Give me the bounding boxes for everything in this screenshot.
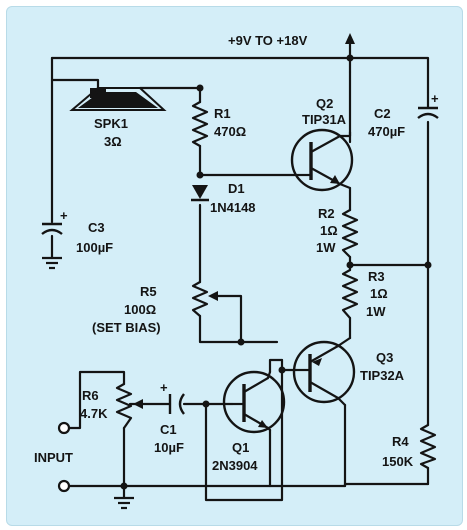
- input-wire: [68, 370, 126, 488]
- junctions: [120, 54, 432, 490]
- svg-text:+: +: [431, 91, 439, 106]
- d1-diode-icon: [191, 185, 209, 202]
- r5-wiper-wire: [214, 294, 243, 344]
- r1-value: 470Ω: [214, 124, 246, 139]
- r5-potentiometer-icon: [191, 280, 218, 318]
- junction-dot: [278, 366, 286, 374]
- supply-label: +9V TO +18V: [228, 33, 308, 48]
- junction-dot: [196, 84, 204, 92]
- junction-dot: [196, 171, 204, 179]
- junction-dot: [237, 338, 245, 346]
- ground-wire: [68, 482, 430, 488]
- junction-dot: [346, 261, 354, 269]
- junction-dot: [346, 54, 354, 62]
- q2-name: Q2: [316, 96, 333, 111]
- r4-resistor-icon: [419, 423, 437, 470]
- c1-name: C1: [160, 422, 177, 437]
- d1-value: 1N4148: [210, 200, 256, 215]
- c3-name: C3: [88, 220, 105, 235]
- spk1-name: SPK1: [94, 116, 128, 131]
- r5-name: R5: [140, 284, 157, 299]
- q1-collector-wire: [268, 358, 284, 374]
- q3-value: TIP32A: [360, 368, 405, 383]
- q3-name: Q3: [376, 350, 393, 365]
- junction-dot: [202, 400, 210, 408]
- labels: +9V TO +18V SPK1 3Ω R1 470Ω Q2 TIP31A C2…: [34, 33, 414, 473]
- r4-value: 150K: [382, 454, 414, 469]
- speaker-icon: [69, 87, 167, 111]
- q2-transistor-icon: [290, 128, 354, 192]
- r5-column-wire: [198, 314, 279, 344]
- r2-name: R2: [318, 206, 335, 221]
- input-terminal-icon: [57, 421, 71, 435]
- d1-name: D1: [228, 181, 245, 196]
- r3-name: R3: [368, 269, 385, 284]
- q2-value: TIP31A: [302, 112, 347, 127]
- ground-icon: [114, 486, 134, 510]
- r2-rating: 1W: [316, 240, 336, 255]
- svg-text:+: +: [60, 208, 68, 223]
- c1-capacitor-icon: +: [160, 380, 185, 415]
- r4-name: R4: [392, 434, 409, 449]
- c2-capacitor-icon: +: [417, 91, 439, 119]
- r5-note: (SET BIAS): [92, 320, 161, 335]
- q1-base-feed-wire: [204, 358, 284, 502]
- q1-transistor-icon: [222, 370, 286, 434]
- c2-value: 470µF: [368, 124, 405, 139]
- r1-name: R1: [214, 106, 231, 121]
- r1-resistor-icon: [191, 100, 209, 148]
- c3-capacitor-icon: +: [41, 208, 68, 235]
- input-terminals: [57, 421, 71, 493]
- r6-value: 4.7K: [80, 406, 108, 421]
- input-terminal-icon: [57, 479, 71, 493]
- q3-transistor-icon: [292, 336, 356, 407]
- r6-potentiometer-icon: [115, 382, 143, 430]
- junction-dot: [424, 261, 432, 269]
- r2-resistor-icon: [341, 208, 359, 259]
- q1-value: 2N3904: [212, 458, 258, 473]
- r2-value: 1Ω: [320, 223, 338, 238]
- r3-value: 1Ω: [370, 286, 388, 301]
- svg-text:+: +: [160, 380, 168, 395]
- supply-arrow-icon: [345, 33, 355, 44]
- spk1-value: 3Ω: [104, 134, 122, 149]
- r5-value: 100Ω: [124, 302, 156, 317]
- q1-name: Q1: [232, 440, 249, 455]
- c3-value: 100µF: [76, 240, 113, 255]
- c1-value: 10µF: [154, 440, 184, 455]
- r6-name: R6: [82, 388, 99, 403]
- supply-rail-wire: [50, 56, 430, 94]
- c2-name: C2: [374, 106, 391, 121]
- input-label: INPUT: [34, 450, 73, 465]
- ground-icon: [42, 256, 62, 270]
- speaker-wire: [50, 78, 202, 90]
- r3-resistor-icon: [341, 268, 359, 320]
- r3-rating: 1W: [366, 304, 386, 319]
